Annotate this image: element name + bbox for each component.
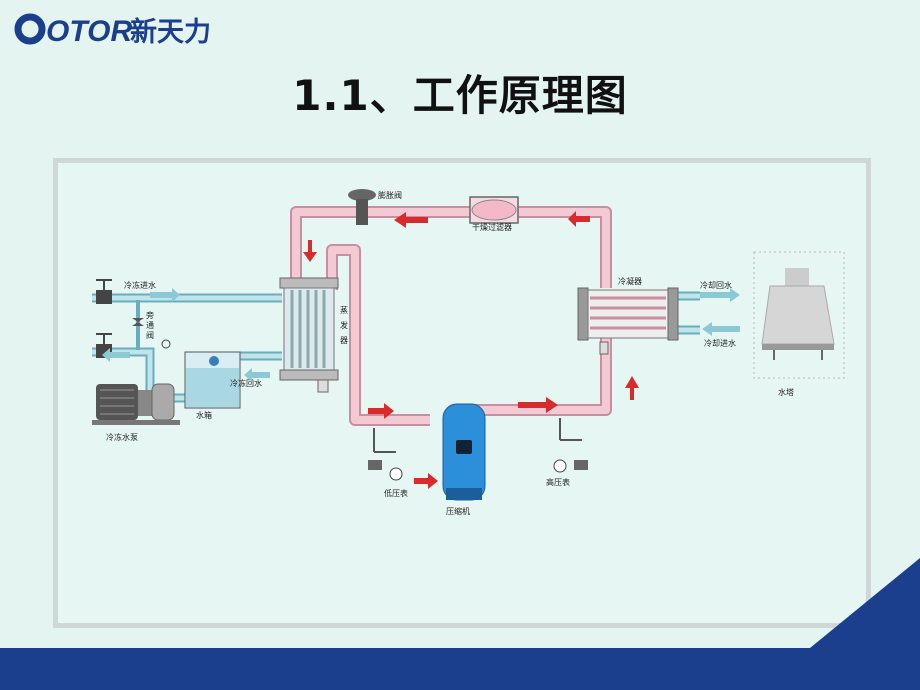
- cooling-return-label: 冷却回水: [700, 280, 732, 290]
- expansion-valve-label: 膨胀阀: [378, 190, 402, 200]
- otor-logo: OTOR 新天力: [14, 13, 211, 48]
- chiller-diagram: 膨胀阀 干燥过滤器 蒸 发 器 冷冻进水 旁: [92, 189, 845, 516]
- cooling-return-arrow: [700, 288, 740, 302]
- cooling-in-arrow: [702, 322, 740, 336]
- low-gauge-label: 低压表: [384, 488, 408, 498]
- expansion-valve: [348, 189, 376, 225]
- chilled-out-arrow: [102, 348, 130, 362]
- cooling-tower: [753, 251, 845, 379]
- bypass-label-1: 旁: [146, 310, 154, 320]
- chilled-in-arrow: [150, 288, 180, 302]
- chilled-return-label: 冷冻回水: [230, 378, 262, 388]
- low-pressure-gauge: [368, 428, 403, 481]
- evaporator-label-2: 发: [340, 320, 348, 330]
- water-tank: [184, 351, 241, 409]
- evaporator-label-1: 蒸: [340, 305, 348, 315]
- page-title: 1.1、工作原理图: [292, 71, 628, 120]
- high-gauge-label: 高压表: [546, 477, 570, 487]
- evaporator-label-3: 器: [340, 336, 348, 345]
- logo-cn-text: 新天力: [130, 16, 211, 48]
- inlet-valve: [96, 279, 112, 304]
- footer-wedge: [810, 558, 920, 648]
- chilled-pump: [92, 383, 180, 425]
- cooling-in-label: 冷却进水: [704, 338, 736, 348]
- logo-brand-text: OTOR: [46, 15, 132, 48]
- condenser-label: 冷凝器: [618, 276, 642, 286]
- chilled-return-arrow: [244, 368, 270, 382]
- dryer-filter-label: 干燥过滤器: [472, 222, 512, 232]
- water-tank-label: 水箱: [196, 410, 212, 420]
- diagram-panel: 膨胀阀 干燥过滤器 蒸 发 器 冷冻进水 旁: [53, 158, 871, 628]
- high-pressure-gauge: [553, 418, 588, 473]
- chilled-pump-label: 冷冻水泵: [106, 432, 138, 442]
- bypass-label-2: 通: [146, 320, 154, 330]
- bypass-label-3: 阀: [146, 331, 154, 340]
- footer-bar: [0, 648, 920, 690]
- chilled-in-label: 冷冻进水: [124, 280, 156, 290]
- tower-label: 水塔: [778, 387, 794, 397]
- flow-arrows: [303, 211, 639, 489]
- evaporator: [279, 277, 339, 393]
- logo-ring: [14, 13, 46, 45]
- compressor-label: 压缩机: [446, 506, 470, 516]
- dryer-filter: [469, 196, 519, 224]
- compressor: [442, 403, 486, 501]
- bypass-valve: [132, 300, 144, 350]
- gauge-icon: [161, 339, 171, 349]
- condenser: [577, 287, 679, 355]
